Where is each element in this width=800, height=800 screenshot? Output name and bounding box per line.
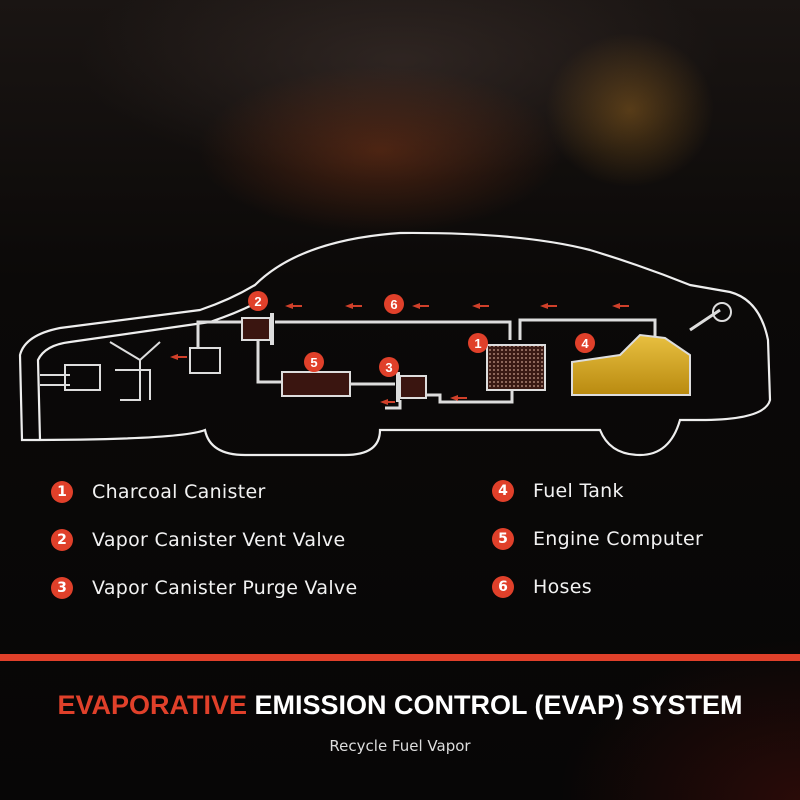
marker-4: 4 [575,333,595,353]
number-badge: 4 [492,480,514,502]
engine [40,341,221,401]
number-badge: 5 [492,528,514,550]
number-badge: 6 [492,576,514,598]
page-title: EVAPORATIVE EMISSION CONTROL (EVAP) SYST… [0,690,800,721]
subtitle: Recycle Fuel Vapor [329,737,471,755]
divider-line [0,654,800,661]
vent-valve [241,313,274,345]
number-badge: 1 [51,481,73,503]
legend-item-vent-valve: 2 Vapor Canister Vent Valve [51,525,345,555]
car-outline [18,231,772,457]
purge-valve [396,372,427,402]
charcoal-canister [486,344,546,391]
svg-text:3: 3 [385,360,392,375]
legend-label: Engine Computer [533,528,704,550]
marker-3: 3 [379,357,399,377]
title-accent: EVAPORATIVE [57,690,247,720]
marker-2: 2 [248,291,268,311]
legend-item-purge-valve: 3 Vapor Canister Purge Valve [51,573,357,603]
engine-computer [281,371,351,397]
legend-label: Vapor Canister Purge Valve [92,577,358,599]
svg-text:4: 4 [581,336,589,351]
legend-label: Hoses [533,576,592,598]
legend-label: Vapor Canister Vent Valve [92,529,346,551]
svg-text:2: 2 [254,294,261,309]
legend-label: Charcoal Canister [92,481,266,503]
number-badge: 2 [51,529,73,551]
number-badge: 3 [51,577,73,599]
svg-text:6: 6 [390,297,397,312]
svg-text:5: 5 [310,355,317,370]
fuel-tank [571,302,732,396]
legend-item-hoses: 6 Hoses [492,572,592,602]
title-rest: EMISSION CONTROL (EVAP) SYSTEM [246,690,743,720]
marker-6: 6 [384,294,404,314]
legend-item-fuel-tank: 4 Fuel Tank [492,476,624,506]
legend-item-charcoal-canister: 1 Charcoal Canister [51,477,266,507]
svg-text:1: 1 [474,336,481,351]
hoses [196,308,721,410]
legend-item-engine-computer: 5 Engine Computer [492,524,703,554]
marker-5: 5 [304,352,324,372]
flow-arrows [170,303,629,405]
legend-label: Fuel Tank [533,480,624,502]
marker-1: 1 [468,333,488,353]
